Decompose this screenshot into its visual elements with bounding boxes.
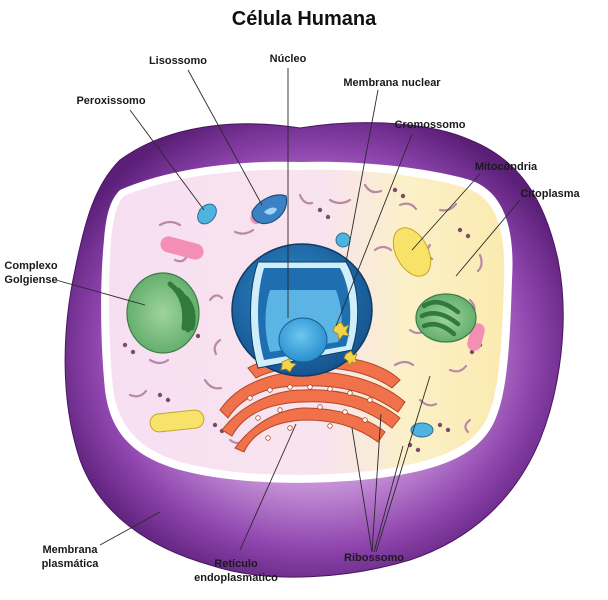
vesicle-pink-left <box>160 236 204 260</box>
label-reticulo-line2: endoplasmatico <box>194 572 278 584</box>
label-membrana-nuclear: Membrana nuclear <box>343 77 441 89</box>
er-ribosomes <box>247 384 373 441</box>
label-complexo-golgiense-line1: Complexo <box>4 260 57 272</box>
lysosome-core <box>264 207 277 215</box>
label-complexo-golgiense-line2: Golgiense <box>4 274 57 286</box>
label-citoplasma: Citoplasma <box>520 188 580 200</box>
label-reticulo-line1: Retículo <box>214 558 258 570</box>
label-nucleo: Núcleo <box>270 53 307 65</box>
label-mitocondria: Mitocôndria <box>475 161 538 173</box>
vesicle-yellow-bottom <box>149 409 205 433</box>
diagram-title: Célula Humana <box>232 8 377 30</box>
peroxisome <box>197 203 217 225</box>
small-vesicle-blue-bottom <box>410 422 434 438</box>
label-lisossomo: Lisossomo <box>149 55 207 67</box>
label-cromossomo: Cromossomo <box>395 119 466 131</box>
leader-lines <box>55 68 521 553</box>
label-ribossomo: Ribossomo <box>344 552 404 564</box>
golgi-cisternae <box>167 281 196 333</box>
nucleolus <box>278 317 328 363</box>
mitochondrion-cristae <box>419 299 461 337</box>
small-vesicle-blue <box>335 232 351 248</box>
chromosomes <box>280 321 358 373</box>
label-peroxissomo: Peroxissomo <box>76 95 145 107</box>
label-membrana-plasmatica-line2: plasmática <box>42 558 100 570</box>
label-membrana-plasmatica-line1: Membrana <box>42 544 98 556</box>
